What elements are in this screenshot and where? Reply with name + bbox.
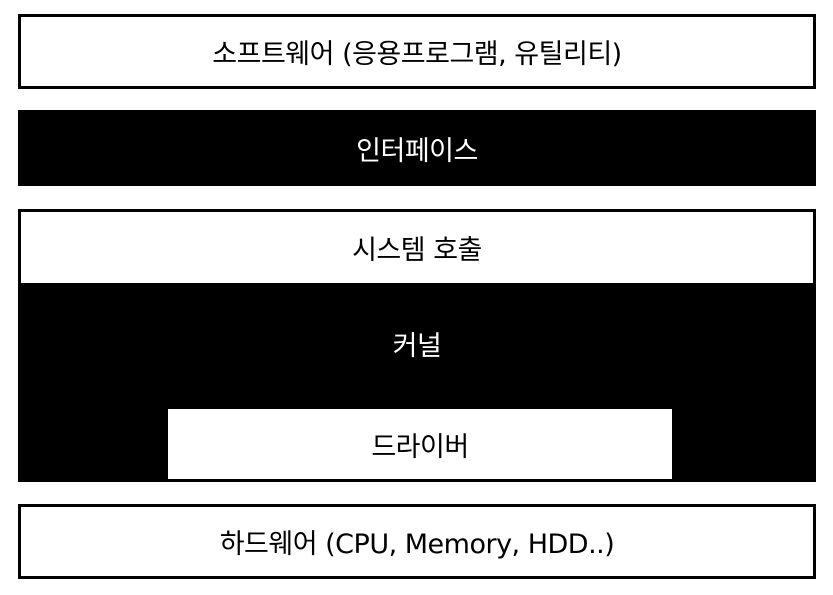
system-call-layer: 시스템 호출 xyxy=(21,212,813,283)
hardware-layer: 하드웨어 (CPU, Memory, HDD..) xyxy=(18,504,816,579)
kernel-block: 시스템 호출 커널 드라이버 xyxy=(18,209,816,482)
driver-layer-label: 드라이버 xyxy=(371,431,469,463)
interface-layer: 인터페이스 xyxy=(18,110,816,186)
interface-layer-label: 인터페이스 xyxy=(356,135,478,167)
software-layer: 소프트웨어 (응용프로그램, 유틸리티) xyxy=(18,14,816,89)
driver-layer: 드라이버 xyxy=(168,409,672,479)
system-call-layer-label: 시스템 호출 xyxy=(352,235,482,266)
software-layer-label: 소프트웨어 (응용프로그램, 유틸리티) xyxy=(212,39,622,70)
hardware-layer-label: 하드웨어 (CPU, Memory, HDD..) xyxy=(219,529,615,560)
kernel-layer: 커널 xyxy=(21,318,813,368)
kernel-layer-label: 커널 xyxy=(392,330,442,362)
